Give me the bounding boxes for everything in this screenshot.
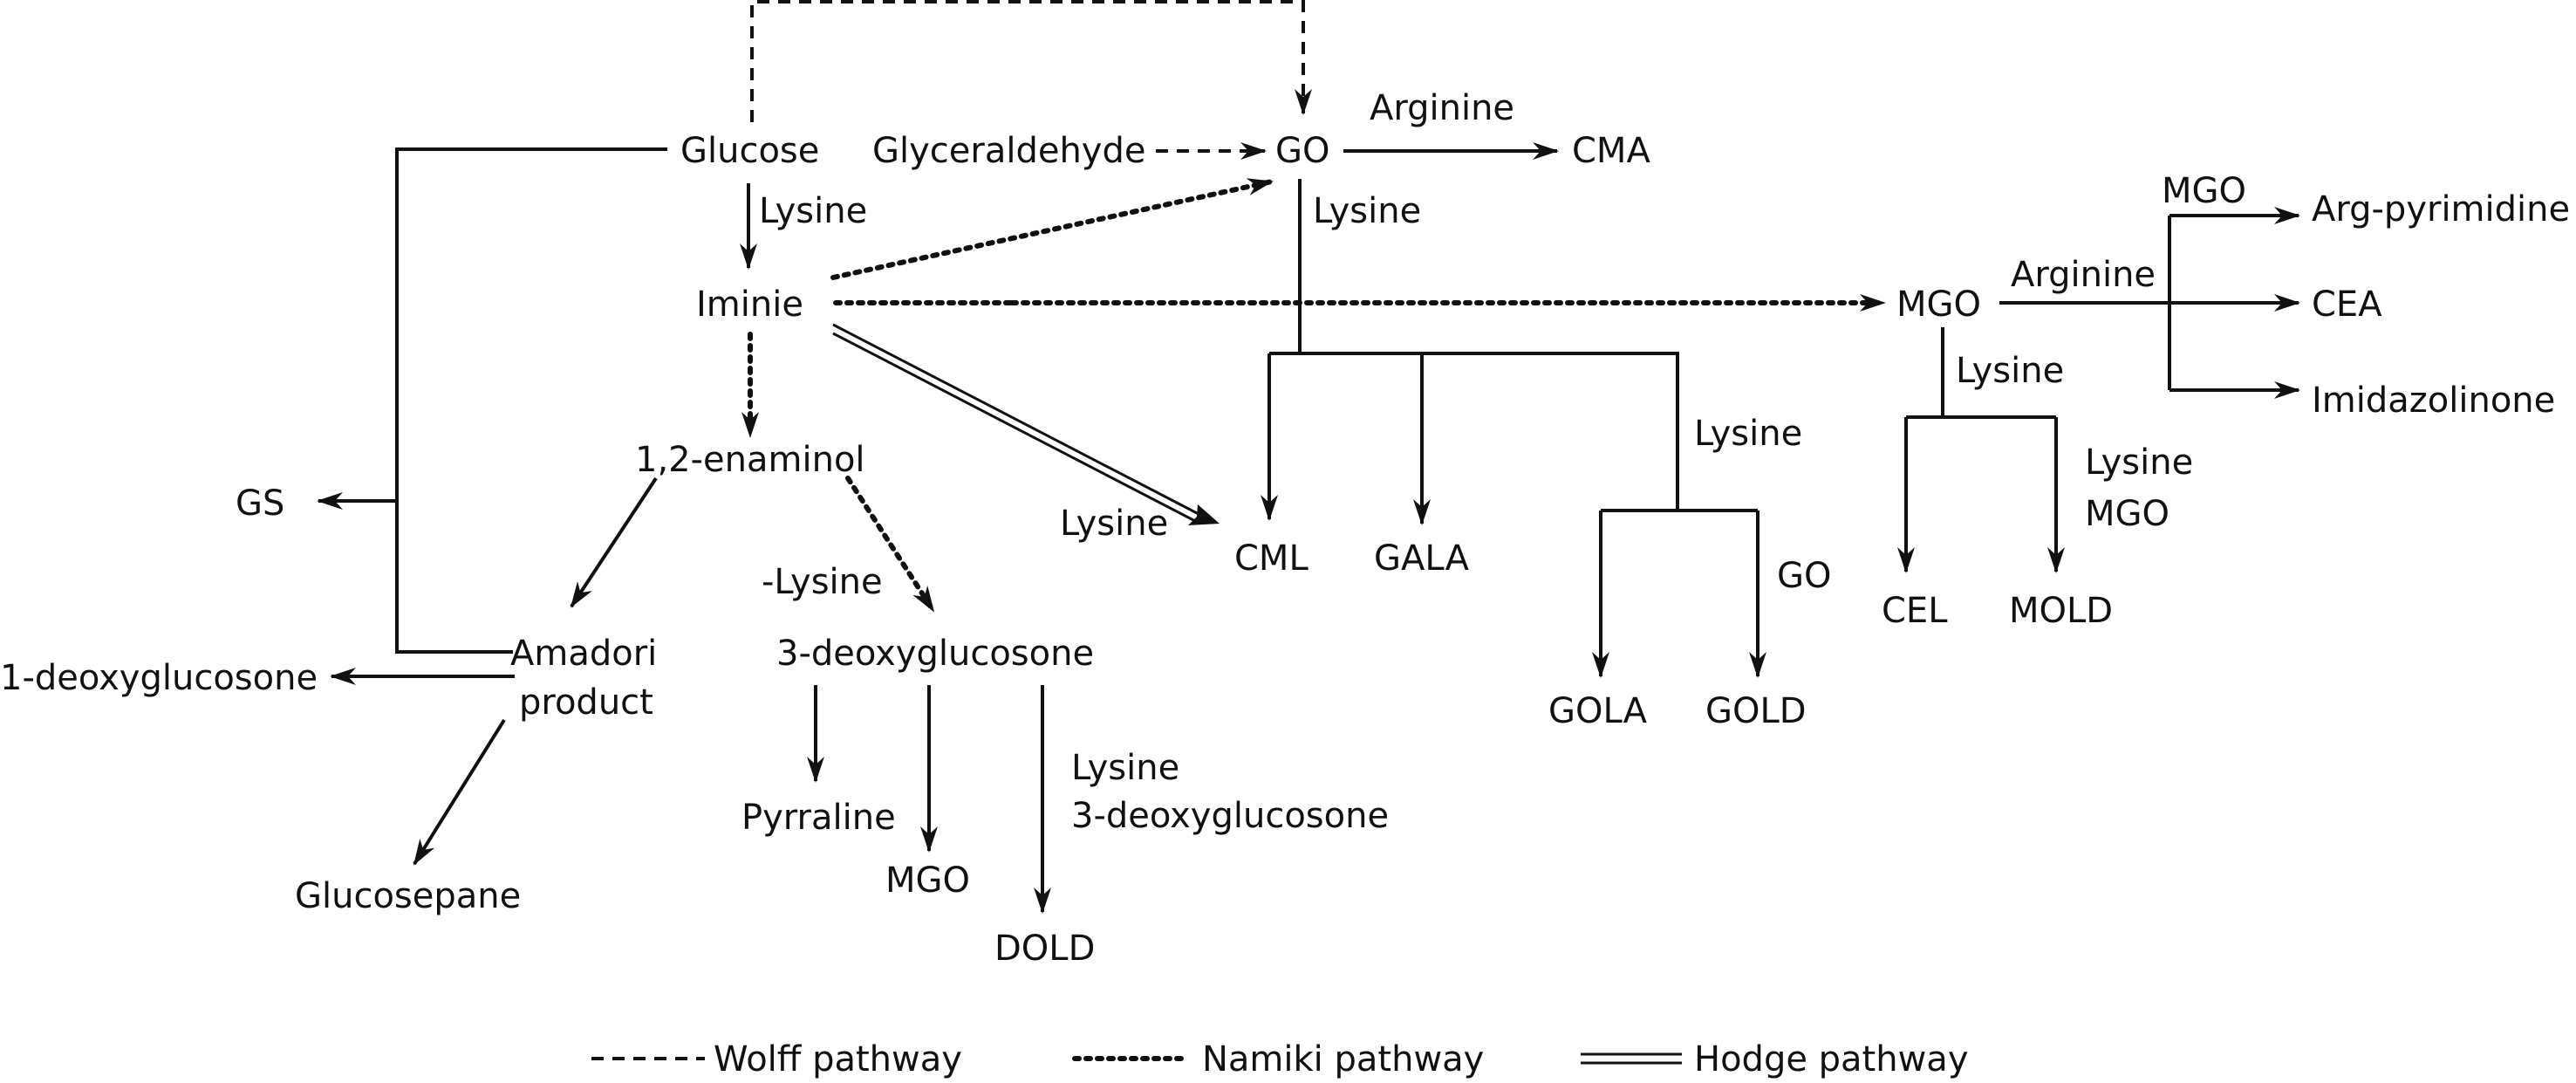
- node-pyrraline: Pyrraline: [741, 798, 896, 838]
- node-arg-pyrimidine: Arg-pyrimidine: [2312, 189, 2570, 230]
- node-dold: DOLD: [994, 929, 1095, 969]
- label-minus-lysine: -Lysine: [762, 562, 883, 602]
- label-dold-3dg: 3-deoxyglucosone: [1071, 796, 1389, 836]
- hodge-edge-iminie-to-cml-b: [832, 332, 1196, 523]
- node-gs: GS: [236, 483, 284, 524]
- node-glucose: Glucose: [680, 131, 819, 171]
- node-mgo-mid: MGO: [885, 860, 970, 901]
- edge-mgo-lysine-tree: [1906, 327, 2056, 419]
- label-gold-lysine: Lysine: [1694, 414, 1802, 454]
- legend-wolff-label: Wolff pathway: [714, 1039, 962, 1080]
- node-go: GO: [1275, 131, 1329, 171]
- edge-amadori-to-glucosepane: [413, 718, 506, 866]
- node-glyceraldehyde: Glyceraldehyde: [872, 131, 1145, 171]
- label-go-lysine: Lysine: [1313, 191, 1421, 231]
- node-gala: GALA: [1374, 538, 1470, 579]
- node-gold: GOLD: [1705, 691, 1807, 731]
- edge-go-lysine-tree: [1269, 179, 1758, 512]
- node-mgo-right: MGO: [1896, 284, 1981, 325]
- hodge-edge-arrowhead: [1188, 504, 1220, 525]
- edge-glucose-amadori-bracket: [395, 147, 667, 654]
- node-cel: CEL: [1882, 591, 1948, 631]
- label-mgo-mgo: MGO: [2162, 171, 2246, 211]
- node-mold: MOLD: [2009, 591, 2113, 631]
- node-enaminol: 1,2-enaminol: [635, 440, 865, 480]
- node-glucosepane: Glucosepane: [295, 876, 521, 916]
- label-go-arginine: Arginine: [1370, 88, 1514, 128]
- node-1-deoxyglucosone: 1-deoxyglucosone: [0, 658, 318, 698]
- label-mgo-lysine: Lysine: [1956, 351, 2064, 391]
- node-cma: CMA: [1572, 131, 1650, 171]
- node-3-deoxyglucosone: 3-deoxyglucosone: [776, 634, 1094, 674]
- label-mgo-arginine: Arginine: [2011, 255, 2156, 295]
- namiki-edge-enaminol-to-3dg: [845, 476, 936, 613]
- label-mold-mgo: MGO: [2085, 494, 2169, 534]
- legend-namiki-label: Namiki pathway: [1202, 1039, 1484, 1080]
- node-amadori-line1: Amadori: [510, 634, 657, 674]
- label-glucose-lysine: Lysine: [759, 191, 867, 231]
- node-cea: CEA: [2312, 284, 2382, 325]
- hodge-edge-iminie-to-cml-a: [832, 323, 1201, 517]
- node-cml: CML: [1234, 538, 1308, 579]
- node-gola: GOLA: [1548, 691, 1648, 731]
- label-cml-lysine: Lysine: [1060, 504, 1168, 544]
- legend-hodge-label: Hodge pathway: [1694, 1039, 1969, 1080]
- namiki-edge-iminie-to-go: [830, 178, 1274, 280]
- edge-enaminol-to-amadori: [570, 476, 658, 608]
- node-iminie: Iminie: [696, 284, 803, 325]
- label-gold-go: GO: [1777, 556, 1831, 596]
- wolff-edge-glucose-to-go: [750, 0, 1312, 122]
- label-mold-lysine: Lysine: [2085, 442, 2193, 483]
- label-dold-lysine: Lysine: [1071, 748, 1179, 788]
- node-imidazolinone: Imidazolinone: [2312, 380, 2555, 421]
- legend: Wolff pathway Namiki pathway Hodge pathw…: [591, 1039, 1969, 1080]
- node-amadori-line2: product: [519, 682, 653, 723]
